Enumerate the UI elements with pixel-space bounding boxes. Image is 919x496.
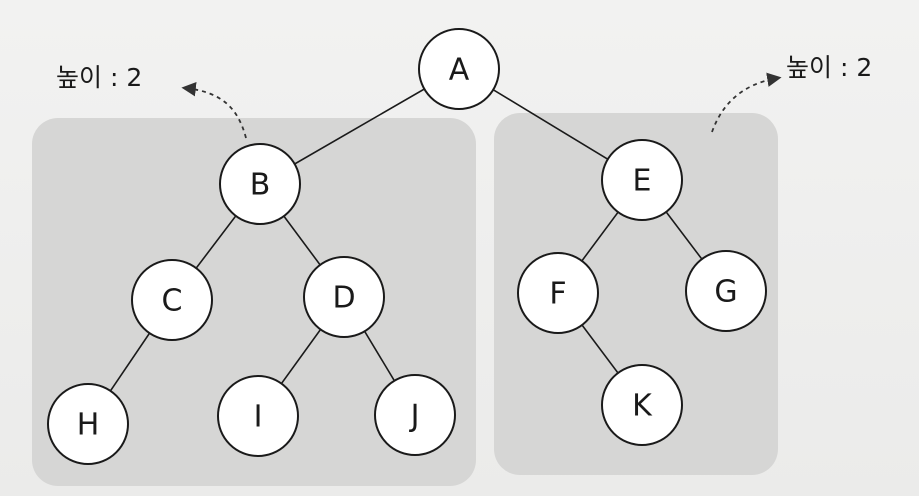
left-height-label: 높이 : 2 [56,63,142,92]
right-height-arrow [711,72,782,133]
node-circle [685,250,767,332]
node-j: J [374,374,456,456]
left-height-arrow [181,82,247,139]
node-label: D [332,281,355,316]
node-label: G [714,275,737,310]
node-label: K [632,389,653,424]
nodes: A B C D E F G H I J K [47,28,767,465]
node-b: B [219,143,301,225]
node-d: D [303,256,385,338]
node-label: J [409,399,420,434]
node-circle [217,375,299,457]
node-label: E [633,164,652,199]
node-circle [517,252,599,334]
node-a: A [418,28,500,110]
node-label: B [250,168,271,203]
node-g: G [685,250,767,332]
node-circle [131,259,213,341]
node-circle [601,139,683,221]
left-subtree-box [32,118,476,486]
node-h: H [47,383,129,465]
node-i: I [217,375,299,457]
node-circle [374,374,456,456]
node-circle [219,143,301,225]
node-label: H [77,408,100,443]
node-label: C [162,284,183,319]
node-circle [601,364,683,446]
node-circle [47,383,129,465]
node-f: F [517,252,599,334]
node-c: C [131,259,213,341]
node-circle [418,28,500,110]
node-k: K [601,364,683,446]
node-label: I [254,400,263,435]
node-circle [303,256,385,338]
right-subtree-box [494,113,778,475]
node-e: E [601,139,683,221]
node-label: F [549,277,566,312]
node-label: A [449,53,470,88]
right-height-label: 높이 : 2 [786,53,872,82]
